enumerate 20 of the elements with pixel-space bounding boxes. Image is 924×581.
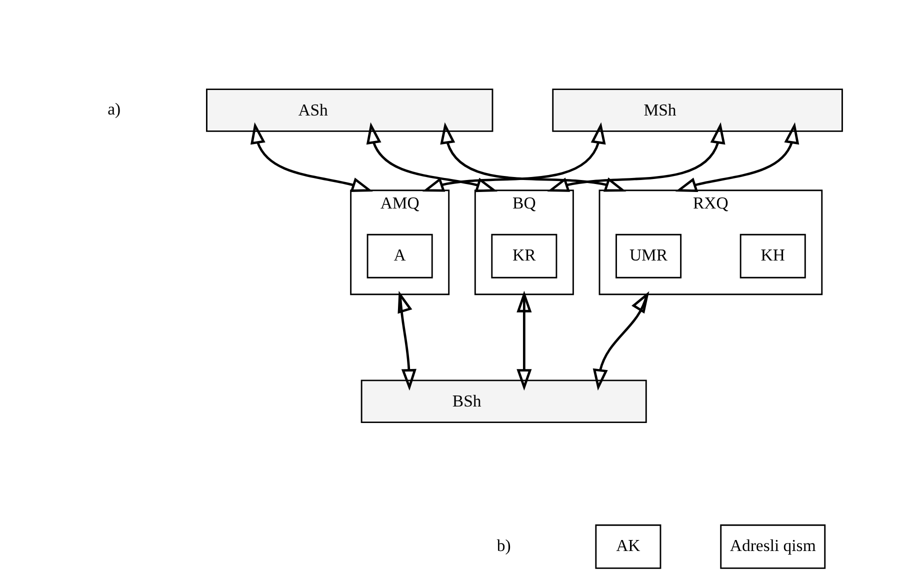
arrow: [440, 122, 626, 192]
arrow: [398, 290, 416, 391]
label: a): [108, 100, 121, 119]
arrow: [366, 122, 498, 192]
arrow: [675, 122, 800, 192]
node-box: BSh: [360, 380, 647, 424]
node-box: KR: [491, 234, 558, 278]
node-box: MSh: [552, 88, 843, 132]
arrow: [547, 122, 726, 192]
node-box: UMR: [616, 234, 682, 278]
arrow: [250, 122, 373, 192]
arrow: [516, 290, 532, 391]
node-box: AK: [595, 524, 662, 569]
node-box: Adresli qism: [720, 524, 826, 569]
node-box: KH: [740, 234, 806, 278]
arrow: [592, 291, 650, 391]
node-box: ASh: [206, 88, 494, 132]
label: b): [496, 536, 511, 556]
node-box: A: [366, 234, 433, 278]
arrow: [422, 122, 606, 192]
